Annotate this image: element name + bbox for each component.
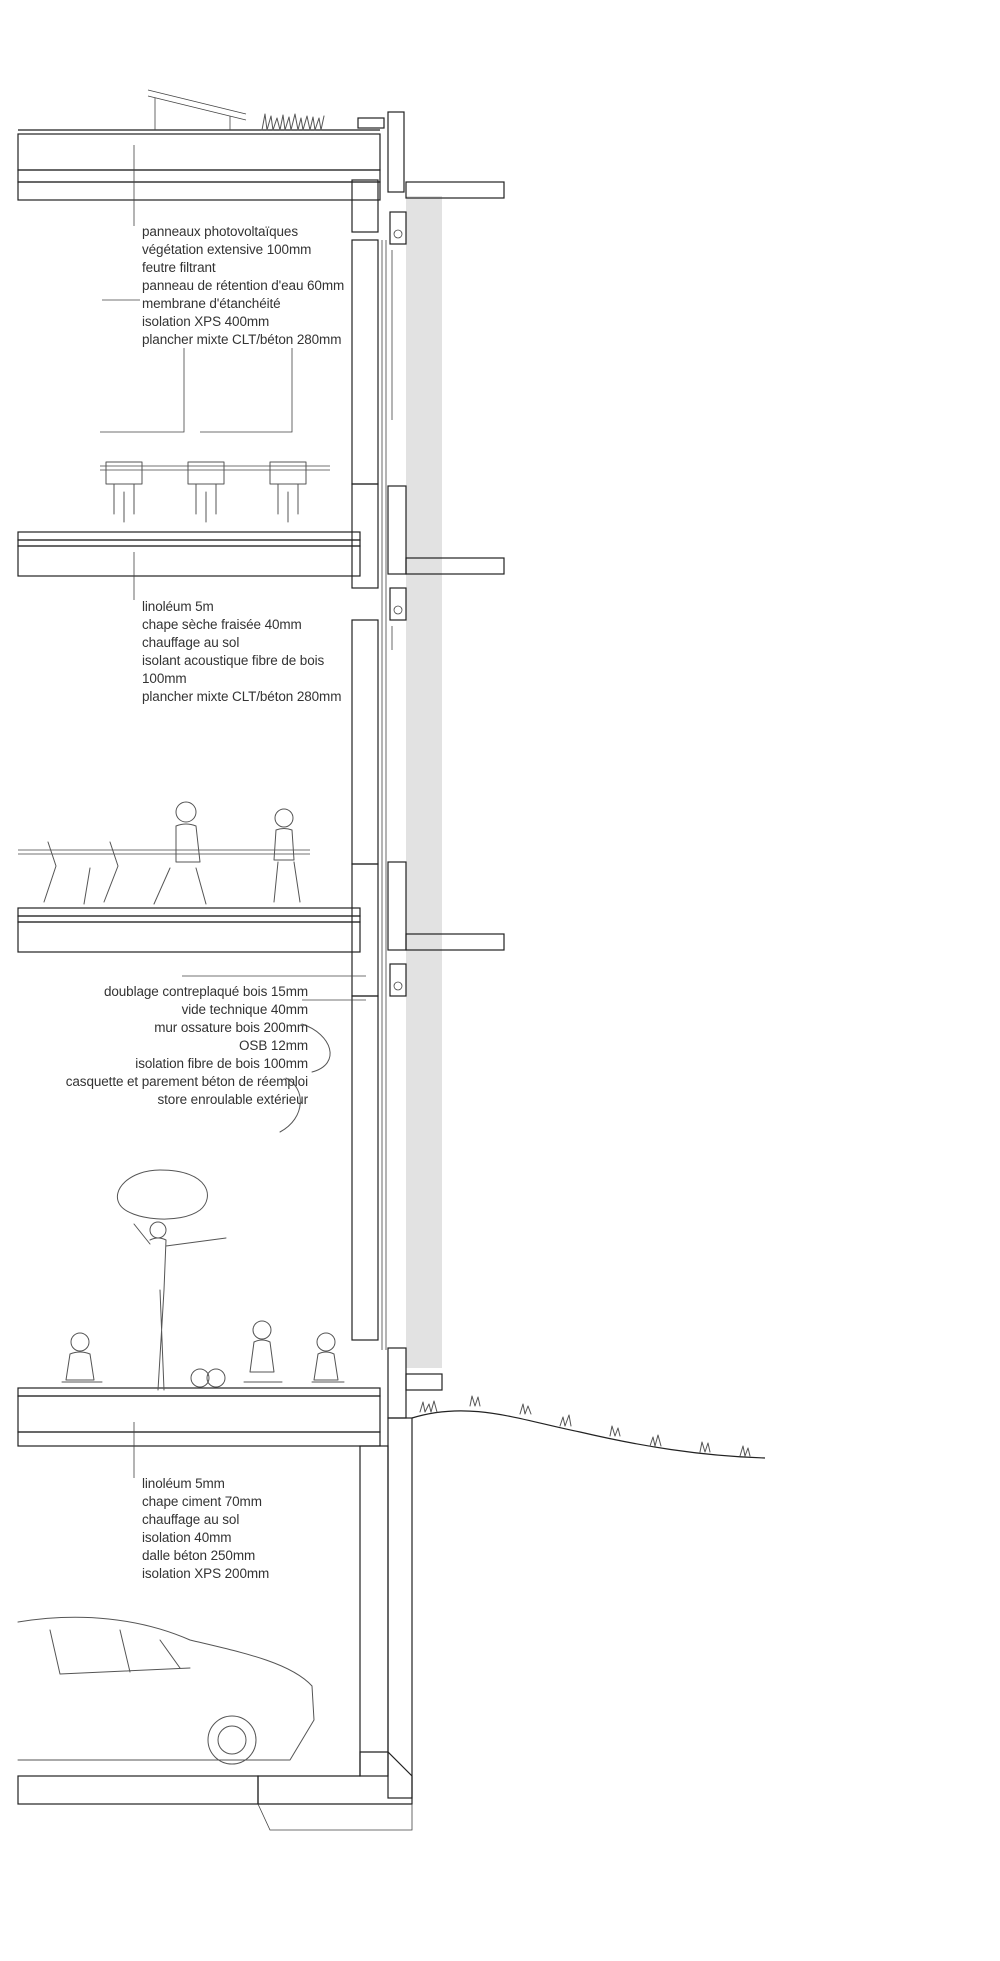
floor-label-3: chauffage au sol: [142, 635, 239, 650]
wall-label-4: OSB 12mm: [239, 1038, 308, 1053]
roof-slab: [17, 129, 381, 201]
roof-label-4: panneau de rétention d'eau 60mm: [142, 278, 344, 293]
office-chairs: [100, 461, 330, 523]
wall-label-7: store enroulable extérieur: [158, 1092, 309, 1107]
meeting-table-with-people: [18, 801, 310, 905]
ground-label-4: isolation 40mm: [142, 1530, 231, 1545]
terrain-grass: [419, 1395, 751, 1457]
roof-label-5: membrane d'étanchéité: [142, 296, 281, 311]
floor-annotation: linoléum 5m chape sèche fraisée 40mm cha…: [142, 599, 341, 704]
floor-label-2: chape sèche fraisée 40mm: [142, 617, 302, 632]
photovoltaic-panel-icon: [147, 89, 247, 130]
ground-label-6: isolation XPS 200mm: [142, 1566, 269, 1581]
leader-lines: [100, 145, 366, 1478]
concrete-canopies: [387, 181, 505, 1419]
roof-annotation: panneaux photovoltaïques végétation exte…: [142, 224, 344, 347]
gymnastics-children: [61, 1169, 345, 1391]
terrain-line: [411, 1410, 766, 1459]
ground-floor-slab: [17, 1387, 381, 1447]
roof-label-3: feutre filtrant: [142, 260, 216, 275]
roller-blind-boxes: [389, 211, 407, 997]
wall-label-3: mur ossature bois 200mm: [154, 1020, 308, 1035]
wall-annotation: doublage contreplaqué bois 15mm vide tec…: [66, 984, 309, 1107]
wall-label-5: isolation fibre de bois 100mm: [135, 1056, 308, 1071]
floor-label-1: linoléum 5m: [142, 599, 214, 614]
ground-label-5: dalle béton 250mm: [142, 1548, 255, 1563]
facade-wall: [351, 111, 405, 1350]
wall-label-2: vide technique 40mm: [182, 1002, 308, 1017]
roof-label-7: plancher mixte CLT/béton 280mm: [142, 332, 341, 347]
roof-label-1: panneaux photovoltaïques: [142, 224, 298, 239]
exterior-cladding-band: [406, 196, 442, 1368]
wall-label-1: doublage contreplaqué bois 15mm: [104, 984, 308, 999]
basement-structure: [17, 1417, 413, 1831]
ground-annotation: linoléum 5mm chape ciment 70mm chauffage…: [142, 1476, 269, 1581]
floor-label-6: plancher mixte CLT/béton 280mm: [142, 689, 341, 704]
floor-label-5: 100mm: [142, 671, 187, 686]
car: [17, 1616, 315, 1765]
floor-slab-1: [17, 531, 361, 577]
floor-label-4: isolant acoustique fibre de bois: [142, 653, 325, 668]
ground-label-3: chauffage au sol: [142, 1512, 239, 1527]
roof-label-2: végétation extensive 100mm: [142, 242, 311, 257]
ground-label-2: chape ciment 70mm: [142, 1494, 262, 1509]
wall-label-6: casquette et parement béton de réemploi: [66, 1074, 308, 1089]
ground-label-1: linoléum 5mm: [142, 1476, 225, 1491]
roof-label-6: isolation XPS 400mm: [142, 314, 269, 329]
roof-grass: [261, 113, 325, 131]
floor-slab-2: [17, 907, 361, 953]
